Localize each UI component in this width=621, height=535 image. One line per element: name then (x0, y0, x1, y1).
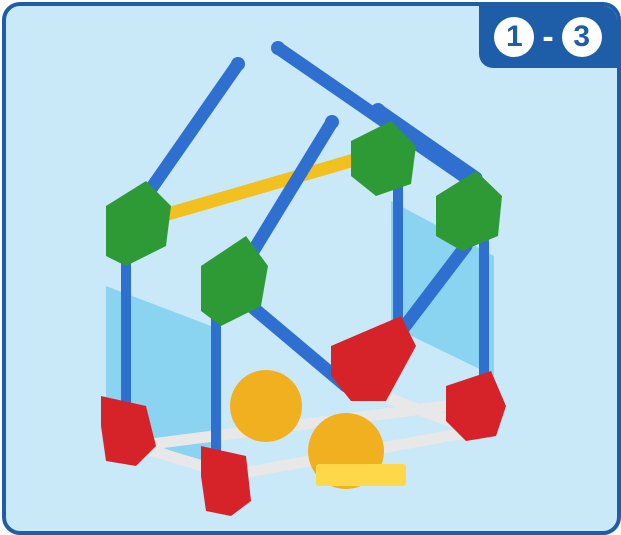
toy-house-model-illustration (6, 6, 617, 531)
blue-rod-ends (231, 41, 385, 129)
yellow-top-rod (154, 156, 368, 218)
